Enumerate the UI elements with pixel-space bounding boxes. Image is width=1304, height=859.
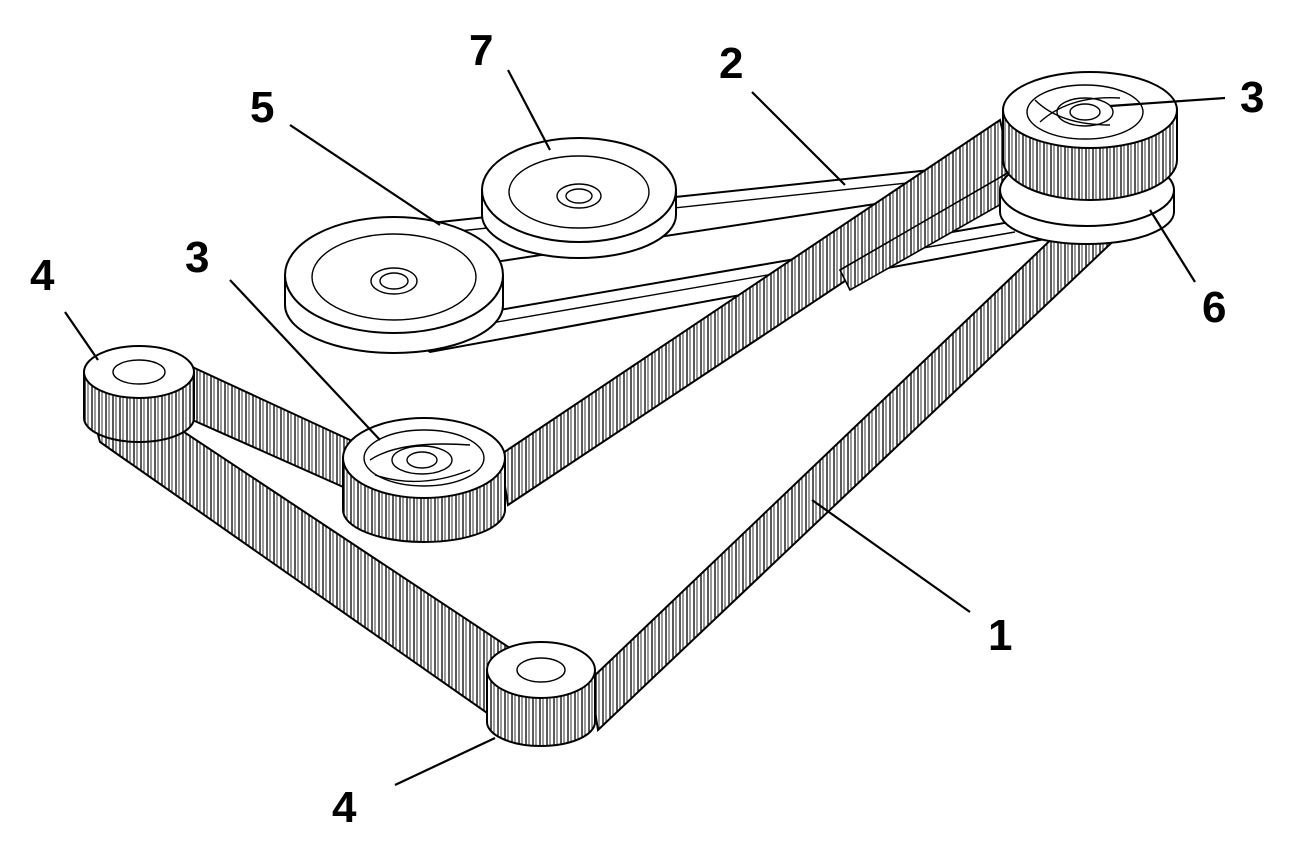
label-drive-pulley-5: 5 (250, 83, 274, 132)
label-v-belt-2: 2 (719, 39, 743, 88)
label-idler-4-bottom: 4 (332, 783, 357, 832)
idler-pulley-4-left (83, 345, 195, 443)
upper-pulley-7 (481, 137, 677, 259)
idler-pulley-4-bottom (486, 641, 596, 747)
label-idler-4-left: 4 (30, 251, 55, 300)
label-timing-pulley-3-upper: 3 (1240, 73, 1264, 122)
label-timing-belt-1: 1 (988, 611, 1012, 660)
timing-pulley-3-upper (1002, 71, 1178, 201)
callouts: 7 2 5 3 3 6 4 4 1 (30, 26, 1264, 832)
label-upper-pulley-7: 7 (469, 26, 493, 75)
timing-pulley-3-lower (342, 417, 506, 543)
drive-pulley-5 (284, 216, 504, 354)
label-timing-pulley-3-lower: 3 (185, 233, 209, 282)
leader-lines (64, 69, 1226, 786)
label-lower-pulley-6: 6 (1202, 283, 1226, 332)
